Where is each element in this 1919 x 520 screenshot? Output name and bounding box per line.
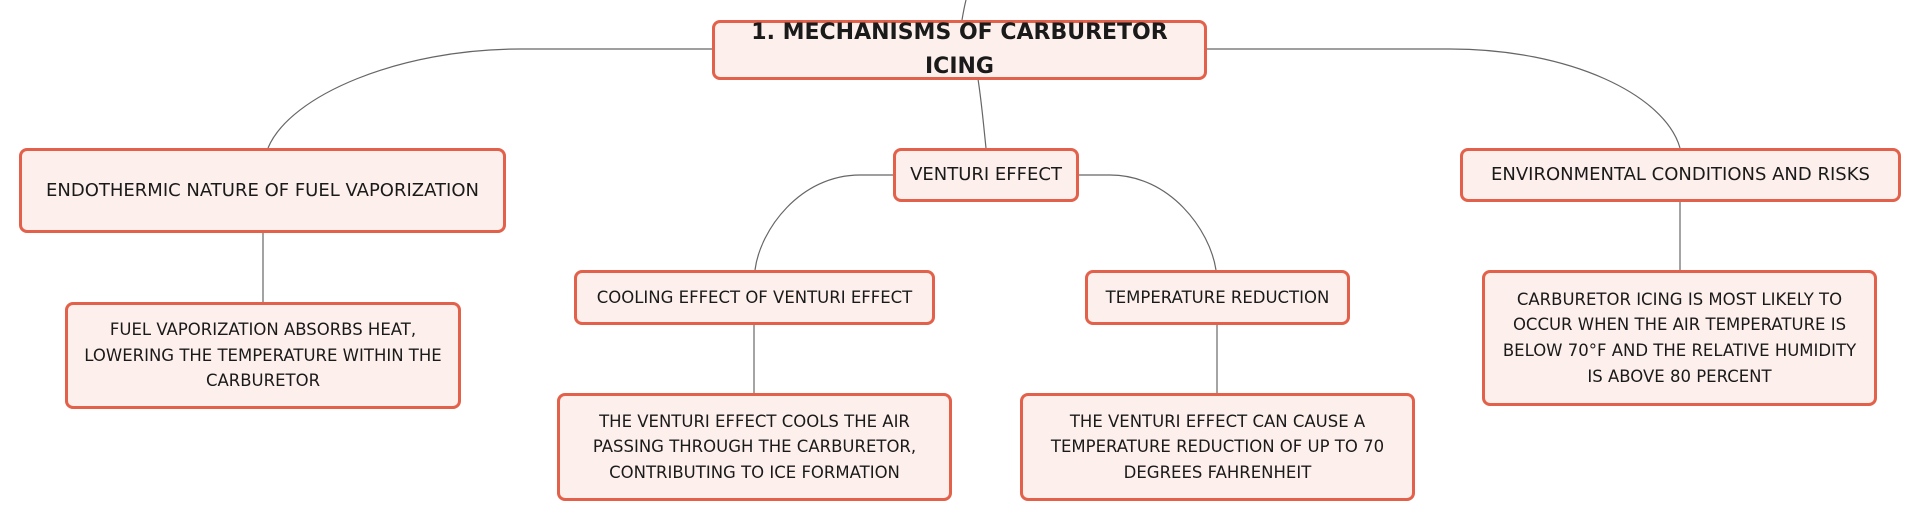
node-cooling-detail[interactable]: The Venturi effect cools the air passing… bbox=[557, 393, 952, 501]
node-temp-detail[interactable]: The Venturi effect can cause a temperatu… bbox=[1020, 393, 1415, 501]
node-venturi-label: Venturi Effect bbox=[910, 164, 1062, 186]
node-environment-detail[interactable]: Carburetor icing is most likely to occur… bbox=[1482, 270, 1877, 406]
node-temp-reduction[interactable]: Temperature Reduction bbox=[1085, 270, 1350, 325]
node-environment-label: Environmental Conditions and Risks bbox=[1491, 164, 1870, 186]
connector-venturi-cooling bbox=[754, 174, 894, 271]
node-endothermic[interactable]: Endothermic Nature of Fuel Vaporization bbox=[19, 148, 506, 233]
node-fuel-vapor-detail-label: Fuel vaporization absorbs heat, lowering… bbox=[84, 320, 442, 391]
node-fuel-vapor-detail[interactable]: Fuel vaporization absorbs heat, lowering… bbox=[65, 302, 461, 409]
node-temp-detail-label: The Venturi effect can cause a temperatu… bbox=[1050, 411, 1385, 482]
node-venturi[interactable]: Venturi Effect bbox=[893, 148, 1079, 202]
node-environment-detail-label: Carburetor icing is most likely to occur… bbox=[1502, 289, 1857, 386]
node-cooling-effect[interactable]: Cooling Effect of Venturi Effect bbox=[574, 270, 935, 325]
node-root[interactable]: 1. Mechanisms of Carburetor Icing bbox=[712, 20, 1207, 80]
node-cooling-effect-label: Cooling Effect of Venturi Effect bbox=[596, 287, 913, 307]
node-temp-reduction-label: Temperature Reduction bbox=[1105, 287, 1330, 307]
node-cooling-detail-label: The Venturi effect cools the air passing… bbox=[592, 411, 917, 482]
connector-venturi-temp bbox=[1078, 174, 1217, 271]
connector-root-venturi bbox=[977, 78, 987, 149]
connector-root-environment bbox=[1206, 48, 1681, 149]
connector-root-endothermic bbox=[267, 48, 713, 149]
node-environment[interactable]: Environmental Conditions and Risks bbox=[1460, 148, 1901, 202]
node-endothermic-label: Endothermic Nature of Fuel Vaporization bbox=[46, 179, 479, 201]
node-root-label: 1. Mechanisms of Carburetor Icing bbox=[751, 19, 1168, 79]
